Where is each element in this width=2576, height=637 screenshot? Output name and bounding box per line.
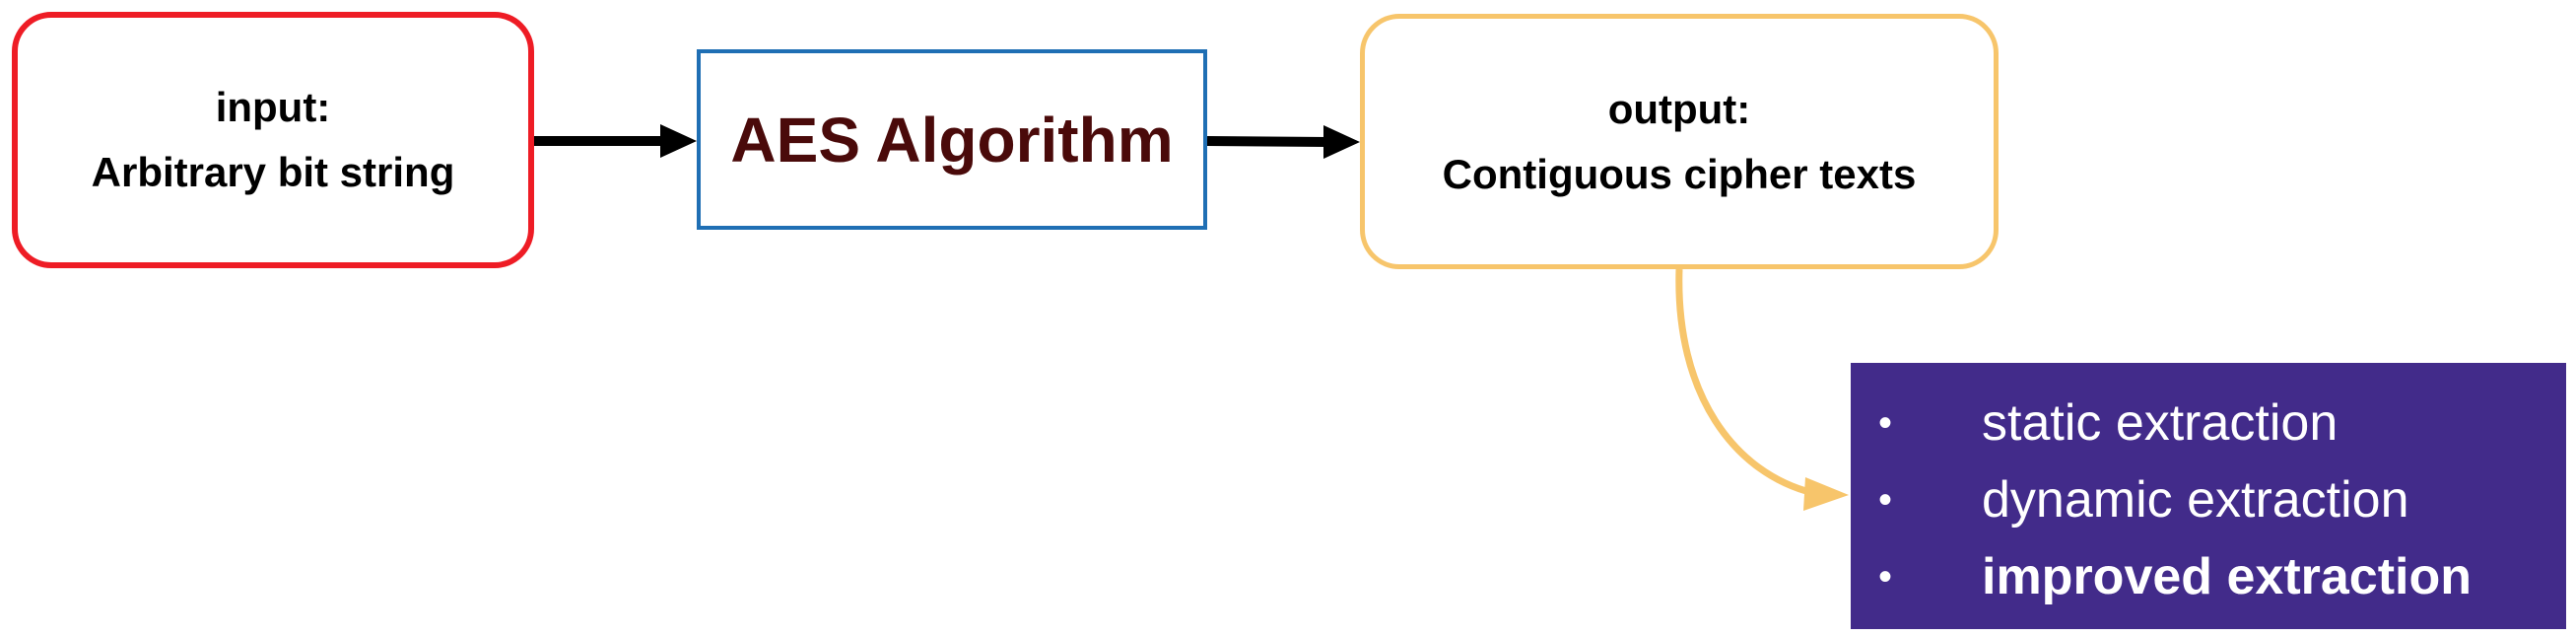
method-item-static: • static extraction xyxy=(1878,385,2566,461)
bullet-icon: • xyxy=(1878,400,1893,445)
input-text: Arbitrary bit string xyxy=(91,149,455,195)
aes-algorithm-box: AES Algorithm xyxy=(697,49,1207,230)
arrow-aes-to-output xyxy=(1206,125,1360,159)
bullet-icon: • xyxy=(1878,477,1893,522)
input-box: input: Arbitrary bit string xyxy=(12,12,534,268)
curved-arrow-output-to-methods xyxy=(1675,268,1849,511)
method-label-dynamic: dynamic extraction xyxy=(1982,471,2409,529)
extraction-methods-box: • static extraction • dynamic extraction… xyxy=(1851,363,2566,629)
output-heading: output: xyxy=(1607,85,1751,132)
arrow-input-to-aes xyxy=(534,124,697,158)
method-item-improved: • improved extraction xyxy=(1878,538,2566,615)
method-label-improved: improved extraction xyxy=(1982,548,2473,605)
output-box: output: Contiguous cipher texts xyxy=(1360,14,1999,269)
bullet-icon: • xyxy=(1878,554,1893,599)
method-item-dynamic: • dynamic extraction xyxy=(1878,461,2566,538)
aes-algorithm-title: AES Algorithm xyxy=(730,104,1174,176)
output-text: Contiguous cipher texts xyxy=(1442,150,1917,197)
input-heading: input: xyxy=(215,84,331,130)
method-label-static: static extraction xyxy=(1982,394,2339,452)
